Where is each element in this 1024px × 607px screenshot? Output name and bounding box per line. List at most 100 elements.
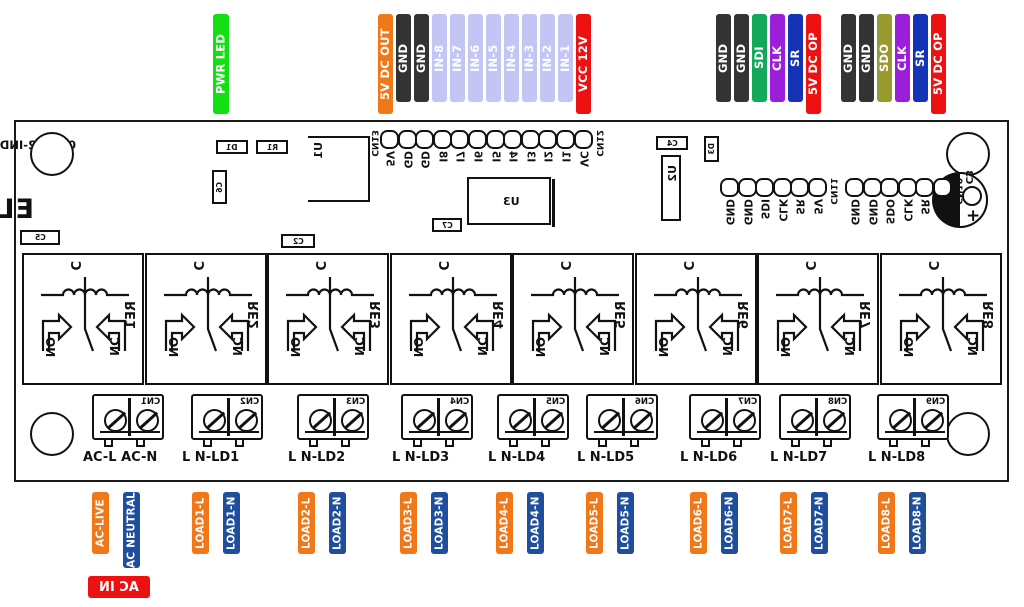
connector-name-cn11: CN11 [828,178,838,205]
label-load8-n: LOAD8-N [909,492,926,554]
label-input-in-2: IN-2 [540,14,555,102]
label-input-in-8: IN-8 [432,14,447,102]
relay-re3-no-label: NO [288,337,302,358]
terminal-cn9-pin-0 [889,440,898,447]
terminal-cn5-screw-1 [541,409,564,432]
pad-hdr-cn11-2 [755,178,774,197]
terminal-divider [815,398,818,436]
ac-in-tag-label: AC IN [99,579,139,595]
terminal-cn8-silk: L N-LD7 [770,450,828,465]
pad-hdr-cn10-2 [880,178,899,197]
pad-hdr-main-2 [415,130,434,149]
terminal-cn6-pin-1 [630,440,639,447]
terminal-cn7-name: CN7 [737,397,757,407]
pad-hdr-cn10-4 [915,178,934,197]
terminal-cn4-silk: L N-LD3 [392,450,450,465]
terminal-cn7-pin-1 [733,440,742,447]
label-load3-l: LOAD3-L [400,492,417,554]
label-load1-l: LOAD1-L [192,492,209,554]
pad-hdr-main-7 [503,130,522,149]
relay-re2-no-label: NO [166,337,180,358]
relay-re7-schematic [776,277,864,352]
terminal-cn7: CN7 [689,394,761,440]
pad-label-hdr-cn11-3: CLK [776,199,789,222]
terminal-foot [697,430,757,433]
pad-label-hdr-main-3: I8 [436,151,449,163]
component-u2-label: U2 [666,165,679,182]
terminal-cn3-pin-1 [341,440,350,447]
terminal-cn6-pin-0 [598,440,607,447]
ac-in-tag: AC IN [88,576,150,598]
connector-name-cn13: CN13 [369,130,379,157]
relay-re1-schematic [41,277,129,352]
connector-name-cn12: CN12 [594,130,604,157]
label-input-5v-dc-out: 5V DC OUT [378,14,393,114]
terminal-cn2-silk: L N-LD1 [182,450,240,465]
terminal-cn1-screw-0 [104,409,127,432]
component-d3: D3 [704,136,719,162]
relay-re6-nc-label: NC [720,337,734,356]
pcb-board: ELECTRONICS-LAB.COM 010122-INDIA C5 C2 C… [0,120,1009,482]
label-cn11-sdi-2: SDI [752,14,767,102]
terminal-cn5-pin-1 [541,440,550,447]
terminal-foot [409,430,469,433]
label-load8-l: LOAD8-L [878,492,895,554]
label-cn10-gnd-0: GND [841,14,856,102]
terminal-cn8-pin-1 [823,440,832,447]
terminal-divider [913,398,916,436]
label-ac-live: AC-LIVE [92,492,109,554]
terminal-foot [787,430,847,433]
component-u2: U2 [661,155,681,221]
label-input-in-5: IN-5 [486,14,501,102]
terminal-cn5-pin-0 [509,440,518,447]
label-input-in-3: IN-3 [522,14,537,102]
relay-re4-nc-label: NC [475,337,489,356]
relay-re2-nc-label: NC [230,337,244,356]
terminal-cn3-name: CN3 [345,397,365,407]
pad-hdr-cn11-4 [790,178,809,197]
pad-hdr-cn11-0 [720,178,739,197]
terminal-cn4: CN4 [401,394,473,440]
terminal-cn7-silk: L N-LD6 [680,450,738,465]
pad-label-hdr-main-7: I4 [506,151,519,163]
terminal-cn5-name: CN5 [545,397,565,407]
terminal-cn1-pin-1 [136,440,145,447]
terminal-cn9-screw-1 [921,409,944,432]
pad-label-hdr-main-6: I5 [489,151,502,163]
relay-re1-no-label: NO [43,337,57,358]
terminal-cn3-pin-0 [309,440,318,447]
label-load2-n: LOAD2-N [329,492,346,554]
relay-re7-nc-label: NC [842,337,856,356]
terminal-foot [305,430,365,433]
pad-label-hdr-cn11-5: 5V [811,199,824,215]
label-load7-n: LOAD7-N [811,492,828,554]
terminal-divider [227,398,230,436]
terminal-foot [505,430,565,433]
label-load4-n: LOAD4-N [527,492,544,554]
label-load4-l: LOAD4-L [496,492,513,554]
pad-label-hdr-main-9: I2 [541,151,554,163]
terminal-cn1-screw-1 [136,409,159,432]
terminal-cn6-screw-0 [598,409,621,432]
relay-re6-no-label: NO [656,337,670,358]
component-c5: C5 [20,230,60,245]
pad-hdr-cn10-0 [845,178,864,197]
terminal-cn8-name: CN8 [827,397,847,407]
terminal-cn9: CN9 [877,394,949,440]
relay-re5-nc-label: NC [597,337,611,356]
connector-name-cn10: CN10 [953,178,963,205]
label-cn10-5v-dc-op-5: 5V DC OP [931,14,946,114]
terminal-cn3-silk: L N-LD2 [288,450,346,465]
terminal-cn7-screw-0 [701,409,724,432]
terminal-cn6-name: CN6 [634,397,654,407]
terminal-cn1: CN1 [92,394,164,440]
pad-label-hdr-cn10-5: 5V [936,199,949,215]
pad-label-hdr-main-8: I3 [524,151,537,163]
relay-re5-no-label: NO [533,337,547,358]
relay-re2-schematic [164,277,252,352]
component-c4: C4 [656,136,688,150]
pad-hdr-cn11-5 [808,178,827,197]
label-input-gnd: GND [414,14,429,102]
